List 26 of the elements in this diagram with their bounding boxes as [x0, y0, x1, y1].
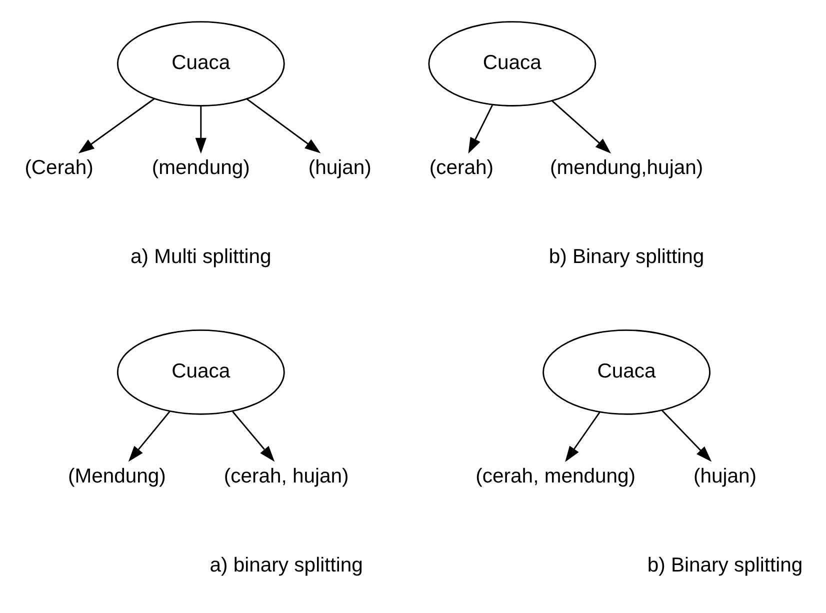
- node-text: (cerah): [429, 156, 494, 179]
- node-text: (Cerah): [24, 156, 94, 179]
- label: b) Binary splitting: [647, 554, 803, 576]
- node-text: (mendung): [152, 156, 250, 179]
- arrow: [468, 104, 494, 154]
- node-ellipse: Cuaca: [428, 20, 596, 106]
- node-text: (hujan): [308, 156, 372, 179]
- node-text: (cerah, hujan): [224, 464, 349, 487]
- label: b) Binary splitting: [548, 246, 704, 268]
- label: a) binary splitting: [210, 554, 363, 576]
- node-text: (mendung,hujan): [550, 156, 704, 179]
- label: a) Multi splitting: [130, 246, 272, 268]
- arrow: [195, 106, 206, 154]
- node-ellipse: Cuaca: [116, 20, 285, 106]
- arrow: [565, 411, 600, 462]
- arrow: [232, 410, 275, 462]
- arrow: [128, 410, 170, 462]
- node-text: (cerah, mendung): [476, 464, 636, 487]
- node-text: (Mendung): [68, 464, 166, 487]
- arrow: [662, 409, 712, 462]
- arrow: [246, 98, 321, 153]
- node-text: (hujan): [693, 464, 757, 487]
- arrow: [552, 100, 612, 153]
- node-ellipse: Cuaca: [116, 328, 285, 414]
- arrow: [78, 98, 155, 153]
- node-ellipse: Cuaca: [542, 328, 711, 414]
